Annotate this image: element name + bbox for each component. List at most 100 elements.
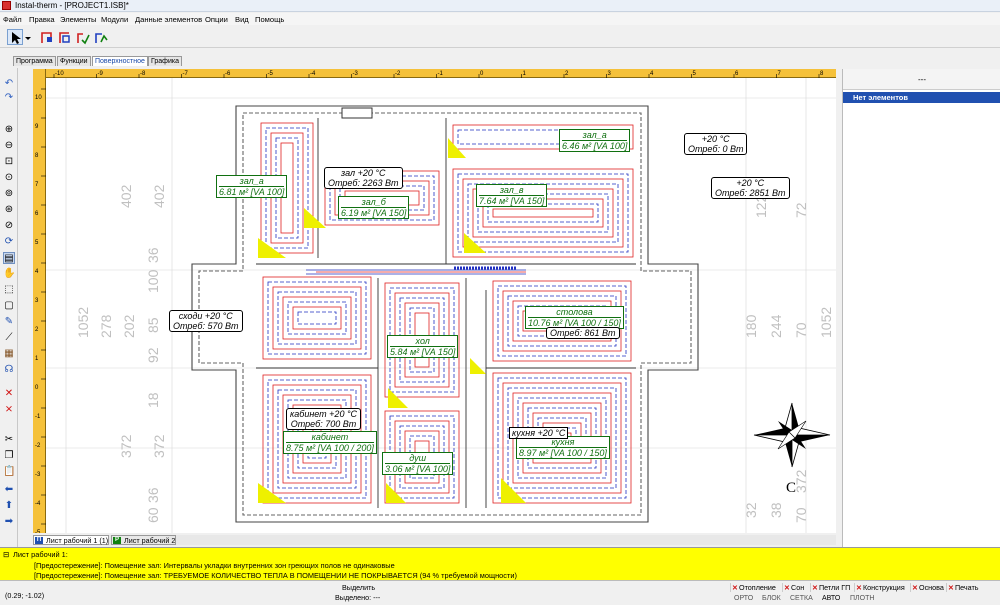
cut-icon[interactable]: ✂ [4, 434, 14, 445]
dim-left-8: 372 [151, 434, 167, 458]
layer-icon[interactable]: ▤ [3, 252, 15, 264]
warnings-collapse-icon[interactable]: ⊟ [3, 550, 10, 559]
zoom-all-icon[interactable]: ⊙ [4, 172, 14, 183]
heating-loop [492, 208, 594, 218]
warning-row[interactable]: [Предостережение]: Помещение зал: ТРЕБУЕ… [34, 571, 517, 580]
paste-icon[interactable]: 📋 [3, 466, 16, 477]
zoom-out-icon[interactable]: ⊖ [4, 140, 14, 151]
drawing-canvas[interactable]: 402 402 1052 278 202 100 372 372 92 85 1… [46, 78, 836, 533]
circuit-tool-3-button[interactable] [74, 29, 90, 45]
layer-print-button[interactable]: ✕Печать [946, 583, 979, 592]
menu-help[interactable]: Помощь [255, 15, 285, 24]
arrow-left-icon[interactable]: ⬅ [4, 484, 14, 495]
select-tool-button[interactable] [7, 29, 23, 45]
arrow-right-icon[interactable]: ➡ [4, 516, 14, 527]
heating-loop [452, 124, 634, 150]
menu-view[interactable]: Вид [235, 15, 249, 24]
circuit-tool-4-button[interactable] [92, 29, 108, 45]
dim-left-14: 36 [145, 487, 161, 503]
menu-options[interactable]: Опции [205, 15, 228, 24]
ruler-tick-label: 4 [650, 71, 654, 77]
select-dotted-icon[interactable]: ▢ [4, 300, 14, 311]
undo-icon[interactable]: ↶ [4, 78, 14, 89]
properties-selection-title[interactable]: Нет элементов [843, 92, 1000, 103]
grid-toggle[interactable]: СЕТКА [790, 595, 813, 602]
menu-elements[interactable]: Элементы [60, 15, 97, 24]
dim-left-2: 402 [151, 184, 167, 208]
pan-hand-icon[interactable]: ✋ [3, 268, 16, 279]
auto-toggle[interactable]: АВТО [822, 595, 841, 602]
zone-label-kuhnya[interactable]: кухня +20 °C [509, 427, 569, 439]
circuit-tool-1-button[interactable] [38, 29, 54, 45]
zoom-previous-icon[interactable]: ⊚ [4, 188, 14, 199]
density-toggle[interactable]: ПЛОТН [850, 595, 875, 602]
circuit-tool-2-button[interactable] [56, 29, 72, 45]
ruler-tick-label: -3 [353, 71, 359, 77]
dim-right-10: 70 [793, 507, 809, 523]
select-tool-dropdown[interactable] [23, 29, 31, 45]
radiator-icon[interactable]: ▦ [4, 348, 14, 359]
heating-loop [492, 372, 632, 504]
ruler-tick-label: 1 [523, 71, 527, 77]
menu-element-data[interactable]: Данные элементов [135, 15, 203, 24]
zoom-selection-icon[interactable]: ⊘ [4, 220, 14, 231]
layer-son-button[interactable]: ✕Сон [782, 583, 805, 592]
select-area-icon[interactable]: ⬚ [4, 284, 14, 295]
heating-loop [497, 285, 627, 357]
tab-surface[interactable]: Поверхностное [92, 56, 148, 66]
layer-heating-button[interactable]: ✕Отопление [730, 583, 776, 592]
menu-modules[interactable]: Модули [101, 15, 129, 24]
arrow-up-icon[interactable]: ⬆ [4, 500, 14, 511]
menu-edit[interactable]: Правка [29, 15, 55, 24]
status-bar: (0.29; -1.02) Выделить Выделено: --- ✕От… [0, 580, 1000, 605]
measure-icon[interactable]: ⟋ [5, 332, 13, 343]
delete-all-icon[interactable]: ⨯ [4, 404, 14, 415]
zoom-window-icon[interactable]: ⊡ [4, 156, 14, 167]
redo-icon[interactable]: ↷ [4, 92, 14, 103]
zoom-extents-icon[interactable]: ⊛ [4, 204, 14, 215]
tab-graphics[interactable]: Графика [148, 56, 182, 66]
zoom-in-icon[interactable]: ⊕ [4, 124, 14, 135]
pencil-icon[interactable]: ✎ [4, 316, 14, 327]
layer-construction-button[interactable]: ✕Конструкция [854, 583, 905, 592]
menu-file[interactable]: Файл [3, 15, 22, 24]
layer-loops-button[interactable]: ✕Петли ГП [810, 583, 851, 592]
dim-left-10: 85 [145, 317, 161, 333]
ruler-tick-label: 2 [35, 327, 39, 333]
warning-row[interactable]: [Предостережение]: Помещение зал: Интерв… [34, 561, 395, 570]
dim-left-3: 1052 [75, 307, 91, 338]
heating-loop [262, 276, 372, 360]
block-toggle[interactable]: БЛОК [762, 595, 781, 602]
heating-loop [277, 291, 357, 345]
headphones-icon[interactable]: ☊ [4, 364, 14, 375]
ortho-toggle[interactable]: ОРТО [734, 595, 754, 602]
refresh-icon[interactable]: ⟳ [4, 236, 14, 247]
tab-functions[interactable]: Функции [57, 56, 91, 66]
tab-program[interactable]: Программа [13, 56, 56, 66]
delete-icon[interactable]: ✕ [4, 388, 14, 399]
zone-label-stolova[interactable]: Отреб: 861 Вт [546, 327, 620, 339]
layer-base-button[interactable]: ✕Основа [910, 583, 944, 592]
copy-icon[interactable]: ❐ [4, 450, 14, 461]
heating-loop [292, 306, 342, 330]
dim-left-5: 202 [121, 314, 137, 338]
dim-right-5: 70 [793, 322, 809, 338]
